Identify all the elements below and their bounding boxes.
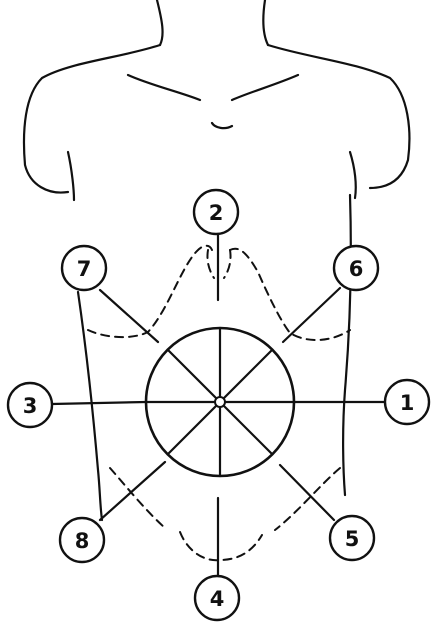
marker-3-label: 3 [23, 394, 38, 418]
pelvic-contour-right [274, 467, 341, 531]
leader-line-6 [281, 286, 342, 344]
leader-line-8 [98, 460, 167, 522]
marker-8-label: 8 [75, 529, 90, 553]
axilla-right [348, 150, 357, 200]
costal-margin-left [87, 244, 213, 338]
marker-7-label: 7 [77, 257, 92, 281]
suprapubic-contour [179, 531, 263, 562]
neck-right [262, 0, 270, 47]
clavicle-left [126, 73, 202, 102]
leader-line-7 [98, 288, 160, 344]
costal-margin-right [229, 247, 351, 341]
organ-contours [87, 244, 351, 562]
marker-5-label: 5 [345, 527, 360, 551]
marker-2-circle [192, 188, 240, 236]
leader-line-5 [278, 463, 336, 522]
marker-6-label: 6 [349, 257, 364, 281]
marker-1-label: 1 [400, 391, 415, 415]
central-wheel [144, 326, 296, 478]
marker-1: 1 [383, 378, 431, 426]
leader-line-3 [50, 400, 148, 406]
marker-3-circle [6, 381, 54, 429]
shoulder-left [22, 43, 162, 194]
marker-8: 8 [58, 516, 106, 564]
shoulder-right [266, 43, 411, 190]
marker-6: 6 [332, 244, 380, 292]
marker-5: 5 [328, 514, 376, 562]
pelvic-contour-left [109, 467, 166, 529]
marker-6-circle [332, 244, 380, 292]
marker-5-circle [328, 514, 376, 562]
flank-left [76, 290, 104, 522]
leader-lines [50, 233, 386, 578]
neck-left [155, 0, 164, 47]
axilla-left [66, 150, 76, 202]
marker-4-label: 4 [210, 587, 225, 611]
xiphoid-contour [206, 249, 232, 279]
wheel-hub [214, 396, 226, 408]
marker-4-circle [193, 574, 241, 622]
marker-3: 3 [6, 381, 54, 429]
marker-2: 2 [192, 188, 240, 236]
marker-7: 7 [60, 244, 108, 292]
marker-2-label: 2 [209, 201, 224, 225]
flank-right [342, 193, 352, 497]
marker-7-circle [60, 244, 108, 292]
marker-4: 4 [193, 574, 241, 622]
clavicle-right [230, 73, 300, 102]
marker-8-circle [58, 516, 106, 564]
sternal-notch [210, 121, 234, 130]
marker-1-circle [383, 378, 431, 426]
